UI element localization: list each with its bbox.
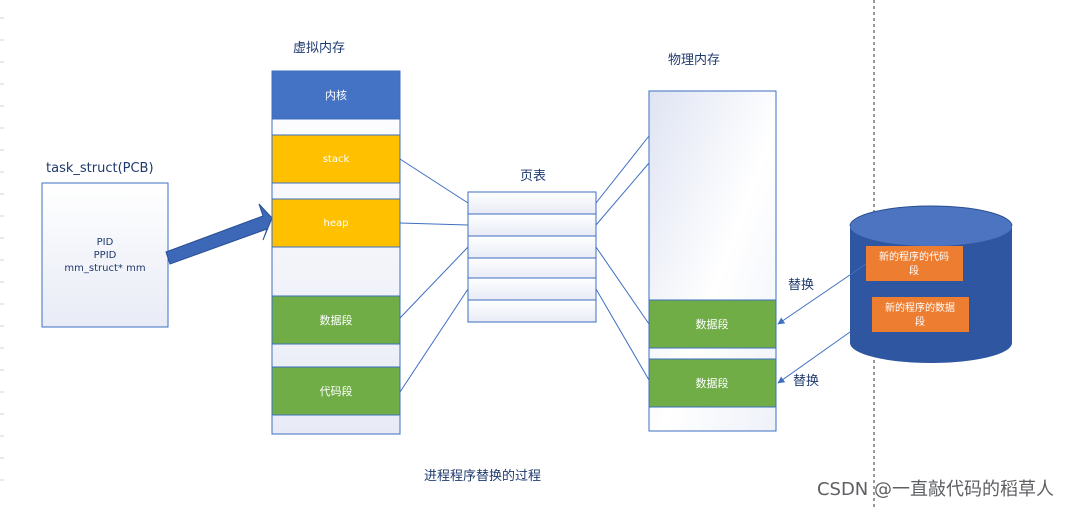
virtual-data-segment-label: 数据段 <box>320 313 353 327</box>
new-code-segment-label-line2: 段 <box>909 264 919 277</box>
new-code-segment-label-line1: 新的程序的代码 <box>879 250 949 263</box>
kernel-label: 内核 <box>325 88 347 102</box>
virtual-memory-title: 虚拟内存 <box>293 40 345 56</box>
new-code-segment-box <box>866 246 963 281</box>
page-table-title: 页表 <box>520 169 546 184</box>
pcb-field-pid: PID <box>97 237 114 248</box>
pcb-field-mm: mm_struct* mm <box>64 263 145 274</box>
page-table <box>467 191 597 323</box>
replace-label-lower: 替换 <box>793 374 819 389</box>
pcb-title: task_struct(PCB) <box>46 161 154 176</box>
physical-data-segment-lower <box>648 358 777 408</box>
replace-label-upper: 替换 <box>788 278 814 293</box>
watermark: CSDN @一直敲代码的稻草人 <box>816 479 1054 500</box>
pcb-to-memory-arrow <box>165 203 273 265</box>
stack-label: stack <box>323 154 350 165</box>
new-data-segment-box <box>872 297 969 332</box>
replace-arrow-upper <box>777 263 867 325</box>
virtual-data-segment <box>271 295 401 345</box>
diagram-caption: 进程程序替换的过程 <box>424 468 541 484</box>
physical-memory-title: 物理内存 <box>668 52 720 68</box>
new-data-segment-label-line1: 新的程序的数据 <box>885 301 955 314</box>
new-data-segment-label-line2: 段 <box>915 315 925 328</box>
heap-block <box>271 198 401 248</box>
disk-cylinder <box>849 205 1013 363</box>
virtual-code-segment <box>271 366 401 416</box>
physical-data-segment-upper <box>648 299 777 349</box>
virtual-to-pagetable-lines <box>399 158 469 393</box>
left-ruler-ticks <box>0 17 4 481</box>
physical-data-segment-upper-label: 数据段 <box>696 317 729 331</box>
kernel-block <box>271 70 401 120</box>
pcb-box <box>41 182 169 328</box>
physical-data-segment-lower-label: 数据段 <box>696 376 729 390</box>
replace-arrow-lower <box>777 331 851 384</box>
pagetable-to-physical-lines <box>595 135 650 381</box>
pcb-field-ppid: PPID <box>94 250 117 261</box>
heap-label: heap <box>324 218 349 229</box>
stack-block <box>271 134 401 184</box>
virtual-code-segment-label: 代码段 <box>320 384 353 398</box>
